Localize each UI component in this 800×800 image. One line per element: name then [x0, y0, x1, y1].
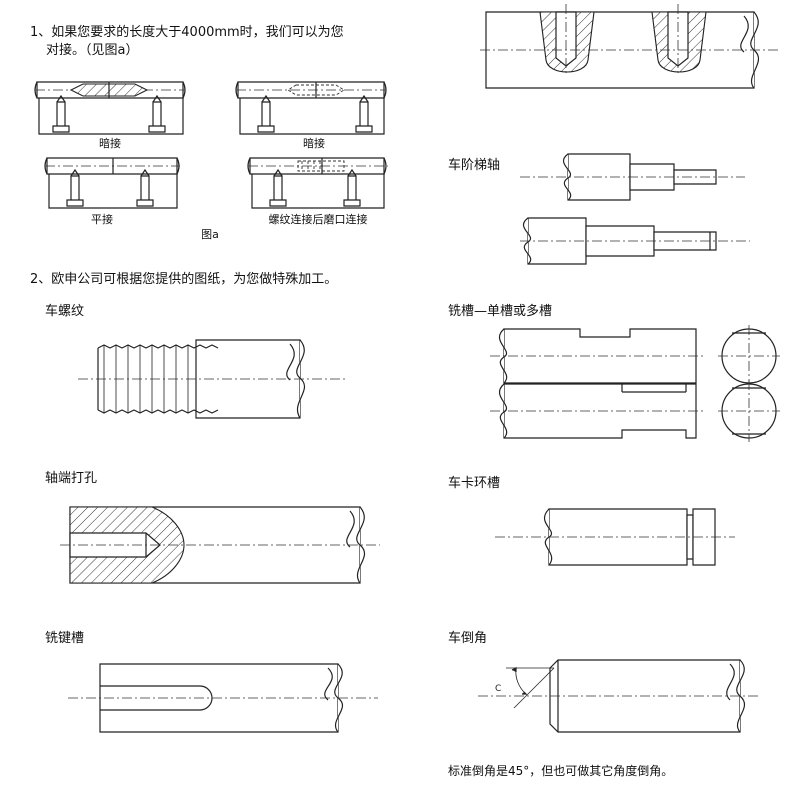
- keyway-milling-diagram: [68, 662, 378, 734]
- end-drilling-diagram: [60, 505, 380, 585]
- caption-hidden-joint-1: 暗接: [99, 137, 121, 150]
- label-chamfer: 车倒角: [448, 631, 488, 646]
- section-2-heading: 2、欧申公司可根据您提供的图纸，为您做特殊加工。: [30, 272, 338, 287]
- caption-flat-joint: 平接: [91, 213, 113, 226]
- intro-line-2: 对接。（见图a）: [46, 43, 139, 58]
- hidden-joint-diagram-2: [236, 76, 386, 136]
- flat-joint-diagram: [45, 152, 180, 212]
- drilled-holes-diagram: [480, 4, 780, 92]
- label-circlip-groove: 车卡环槽: [448, 476, 501, 491]
- thread-turning-diagram: [78, 338, 348, 420]
- intro-line-1: 1、如果您要求的长度大于4000mm时，我们可以为您: [30, 25, 344, 40]
- threaded-joint-diagram: [248, 152, 388, 212]
- label-end-drilling: 轴端打孔: [45, 471, 98, 486]
- single-slot-diagram: [490, 325, 790, 387]
- label-keyway-milling: 铣键槽: [45, 631, 85, 646]
- stepped-shaft-diagram-1: [520, 150, 745, 204]
- hidden-joint-diagram-1: [35, 76, 185, 136]
- chamfer-diagram: C: [478, 656, 760, 736]
- chamfer-standard-note: 标准倒角是45°，但也可做其它角度倒角。: [448, 764, 674, 778]
- chamfer-symbol: C: [495, 684, 501, 694]
- label-stepped-shaft: 车阶梯轴: [448, 158, 501, 173]
- label-thread-turning: 车螺纹: [45, 304, 85, 319]
- label-slot-milling: 铣槽—单槽或多槽: [448, 304, 553, 319]
- figure-label: 图a: [201, 228, 219, 241]
- caption-threaded-joint: 螺纹连接后磨口连接: [268, 213, 368, 226]
- double-slot-diagram: [490, 380, 790, 442]
- circlip-groove-diagram: [495, 503, 735, 571]
- stepped-shaft-diagram-2: [520, 214, 750, 268]
- caption-hidden-joint-2: 暗接: [303, 137, 325, 150]
